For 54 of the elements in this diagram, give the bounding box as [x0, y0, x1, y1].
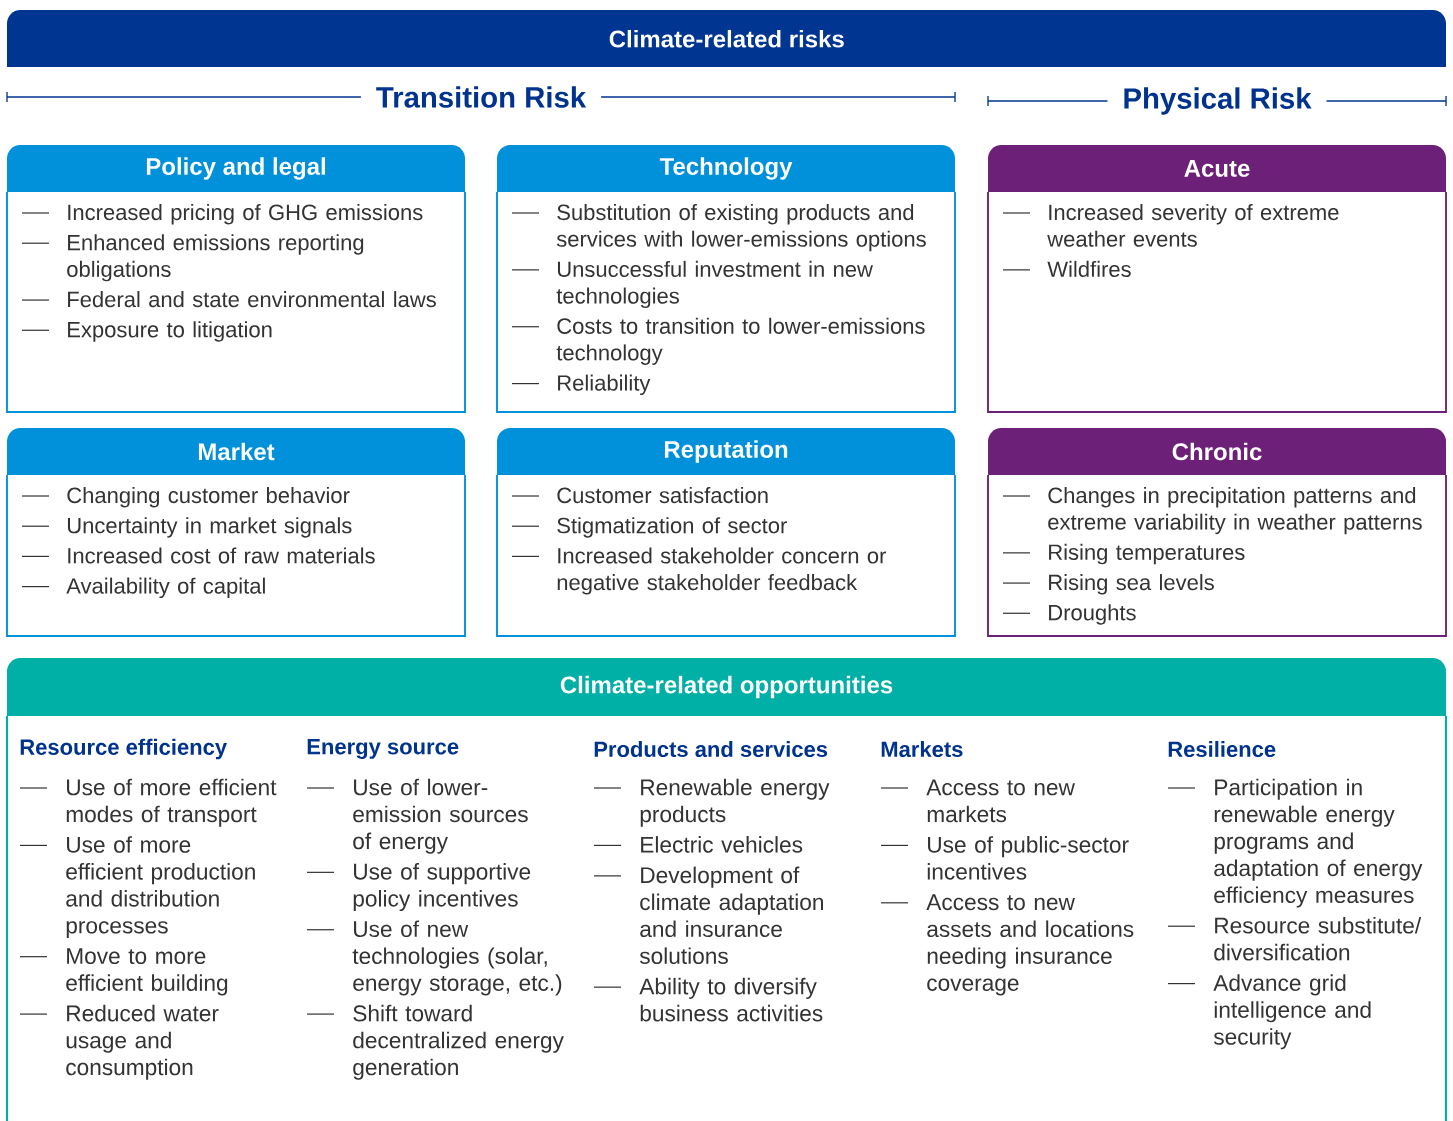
bullet-item: Increased stakeholder concern or negative stakeholder feedback [511, 547, 886, 595]
bullet-item: Reliability [511, 374, 651, 396]
bullet-item: Droughts [1002, 604, 1136, 625]
column-heading: Markets [881, 740, 963, 758]
bullet-item: Enhanced emissions reporting obligations [21, 234, 364, 282]
bullet-item: Rising temperatures [1002, 543, 1245, 565]
bullet-item: Use of supportive policy incentives [306, 863, 531, 912]
bullet-item: Move to more efficient building [19, 948, 228, 996]
card-heading: Reputation [664, 440, 788, 463]
bullet-item: Customer satisfaction [511, 487, 768, 504]
banner: Climate-related risks [7, 10, 1446, 67]
section-heading: Physical Risk [1124, 87, 1312, 115]
card-heading: Chronic [1172, 442, 1262, 461]
bullet-item: Use of more efficient modes of transport [19, 778, 277, 827]
bullet-item: Exposure to litigation [21, 321, 272, 342]
bullet-item: Changing customer behavior [21, 487, 350, 508]
bullet-item: Development of climate adaptation and insurance solutions [593, 866, 823, 965]
bullet-item: Substitution of existing products and services with lower-emissions options [511, 204, 926, 252]
bullet-item: Federal and state environmental laws [21, 291, 436, 308]
bullet-item: Electric vehicles [593, 836, 803, 853]
panel-heading: Climate-related opportunities [560, 675, 893, 699]
column-heading: Resilience [1168, 740, 1276, 758]
card-heading: Technology [659, 157, 793, 180]
column-heading: Resource efficiency [20, 738, 227, 760]
bullet-item: Increased pricing of GHG emissions [21, 204, 423, 225]
card-heading: Acute [1184, 160, 1250, 177]
column-heading: Products and services [594, 740, 828, 758]
bullet-item: Use of more efficient production and distribution processes [19, 836, 255, 939]
column-heading: Energy source [307, 739, 459, 759]
bullet-item: Participation in renewable energy programs and adaptation of energy efficiency measures [1167, 778, 1423, 908]
bullet-item: Shift toward decentralized energy generation [306, 1004, 564, 1080]
bullet-item: Availability of capital [21, 577, 265, 599]
bullet-item: Renewable energy products [593, 778, 830, 827]
bullet-item: Rising sea levels [1002, 574, 1214, 595]
bullet-item: Uncertainty in market signals [21, 517, 352, 538]
bullet-item: Use of public-sector incentives [880, 836, 1129, 880]
card-heading: Policy and legal [146, 157, 325, 180]
bullet-item: Wildfires [1002, 260, 1131, 277]
bullet-item: Reduced water usage and consumption [19, 1004, 219, 1080]
bullet-item: Changes in precipitation patterns and extreme variability in weather patterns [1002, 487, 1422, 535]
bullet-item: Resource substitute/ diversification [1167, 916, 1422, 961]
bullet-item: Increased cost of raw materials [21, 547, 375, 564]
bullet-item: Advance grid intelligence and security [1167, 974, 1371, 1050]
bullet-item: Access to new assets and locations needing insurance coverage [880, 894, 1134, 996]
card-heading: Market [198, 442, 275, 461]
bullet-item: Use of new technologies (solar, energy storage, etc.) [306, 920, 562, 996]
bullet-item: Access to new markets [880, 779, 1075, 823]
bullet-item: Ability to diversify business activities [593, 977, 823, 1022]
section-heading: Transition Risk [376, 86, 587, 108]
bullet-item: Unsuccessful investment in new technologies [511, 260, 873, 309]
bullet-item: Increased severity of extreme weather events [1002, 204, 1339, 247]
bullet-item: Use of lower-emission sources of energy [306, 778, 528, 854]
bullet-item: Costs to transition to lower-emissions technology [511, 317, 925, 365]
bullet-item: Stigmatization of sector [511, 517, 787, 538]
